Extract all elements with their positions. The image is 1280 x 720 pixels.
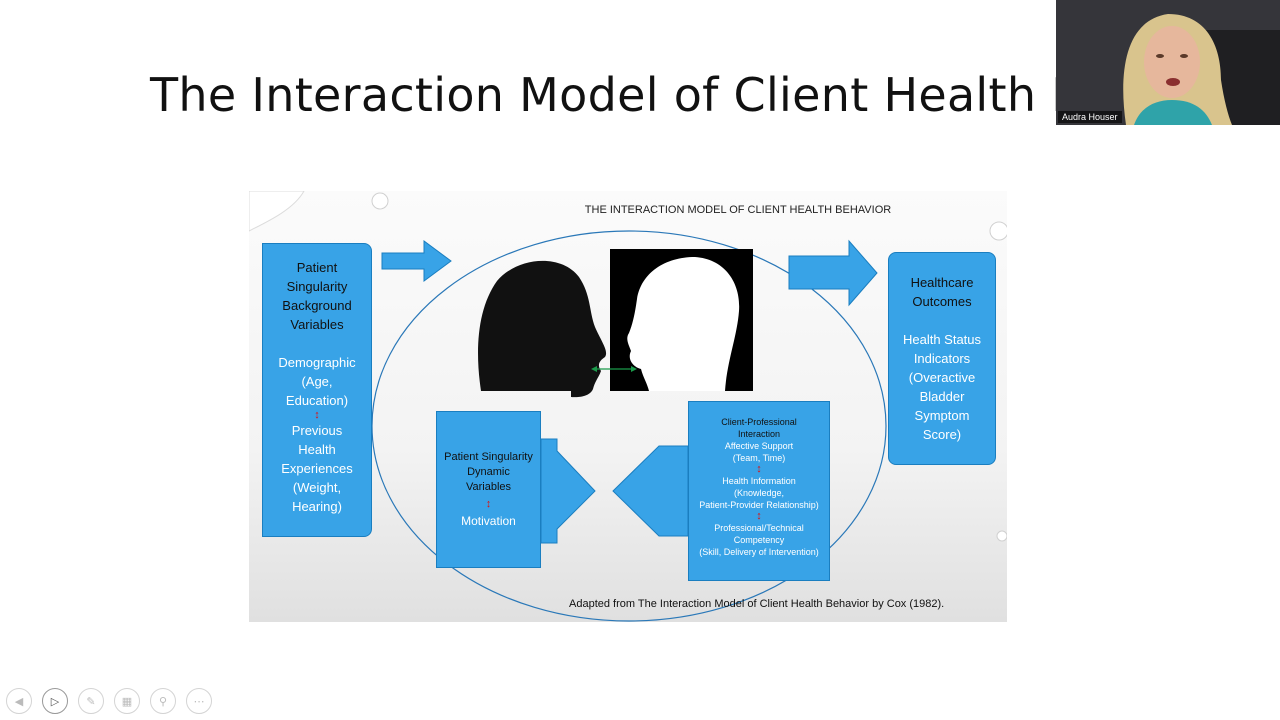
box-heading-line: Background [282,298,352,313]
double-arrow-icon: ↕ [756,463,762,475]
box-heading-line: Interaction [737,429,781,439]
previous-health-line: Hearing) [292,499,342,514]
slideshow-toolbar: ◀ ▷ ✎ ▦ ⚲ ⋯ [6,688,212,714]
arrow-left-icon [612,445,689,537]
dynamic-variables-box: Patient Singularity Dynamic Variables ↕ … [436,411,541,568]
box-heading-line: Healthcare [910,275,974,290]
competency-line: (Skill, Delivery of Intervention) [699,547,819,557]
background-variables-box: Patient Singularity Background Variables… [262,243,372,537]
arrow-right-icon [540,438,596,544]
arrow-right-icon [381,240,452,282]
figure-title: THE INTERACTION MODEL OF CLIENT HEALTH B… [584,204,892,216]
previous-health-line: Previous [291,423,343,438]
double-arrow-icon: ↕ [314,409,320,421]
figure-graphics [249,191,1007,622]
back-arrow-icon[interactable]: ◀ [6,688,32,714]
more-icon[interactable]: ⋯ [186,688,212,714]
motivation-label: Motivation [461,514,516,528]
model-figure: THE INTERACTION MODEL OF CLIENT HEALTH B… [249,191,1007,622]
box-heading-line: Variables [290,317,344,332]
box-heading-line: Variables [465,481,512,493]
health-info-line: (Knowledge, [733,488,785,498]
play-icon[interactable]: ▷ [42,688,68,714]
box-heading-line: Dynamic [467,466,510,478]
slide-title: The Interaction Model of Client Health B… [150,68,1142,122]
double-arrow-icon: ↕ [756,510,762,522]
demographic-line: Demographic [278,355,356,370]
affective-line: (Team, Time) [732,453,786,463]
health-status-line: Health Status [902,332,982,347]
demographic-line: (Age, [301,374,333,389]
competency-line: Professional/Technical [714,523,804,533]
previous-health-line: (Weight, [292,480,342,495]
webcam-video[interactable]: Audra Houser [1056,0,1280,125]
health-status-line: Symptom [914,408,970,423]
box-heading-line: Patient Singularity [444,451,533,463]
demographic-line: Education) [285,393,349,408]
head-silhouette-icon [478,260,607,398]
client-professional-box: Client-Professional Interaction Affectiv… [688,401,830,581]
health-status-line: (Overactive [908,370,976,385]
health-status-line: Indicators [913,351,971,366]
figure-footnote: Adapted from The Interaction Model of Cl… [569,598,945,610]
box-heading-line: Client-Professional [721,417,797,427]
participant-name-label: Audra Houser [1058,111,1122,123]
previous-health-line: Experiences [281,461,353,476]
affective-line: Affective Support [724,441,794,451]
double-arrow-icon: ↕ [485,498,492,510]
interaction-ellipse [371,230,887,622]
health-status-line: Bladder [919,389,965,404]
presenter-video-frame [1056,0,1280,125]
slides-icon[interactable]: ▦ [114,688,140,714]
health-info-line: Patient-Provider Relationship) [699,500,819,510]
competency-line: Competency [733,535,785,545]
box-heading-line: Patient [296,260,338,275]
health-info-line: Health Information [722,476,796,486]
health-status-line: Score) [922,427,962,442]
arrow-right-icon [788,239,878,307]
healthcare-outcomes-box: Healthcare Outcomes Health Status Indica… [888,252,996,465]
box-heading-line: Outcomes [912,294,972,309]
box-heading-line: Singularity [286,279,348,294]
previous-health-line: Health [298,442,336,457]
zoom-icon[interactable]: ⚲ [150,688,176,714]
head-silhouette-icon [627,257,740,391]
pen-icon[interactable]: ✎ [78,688,104,714]
